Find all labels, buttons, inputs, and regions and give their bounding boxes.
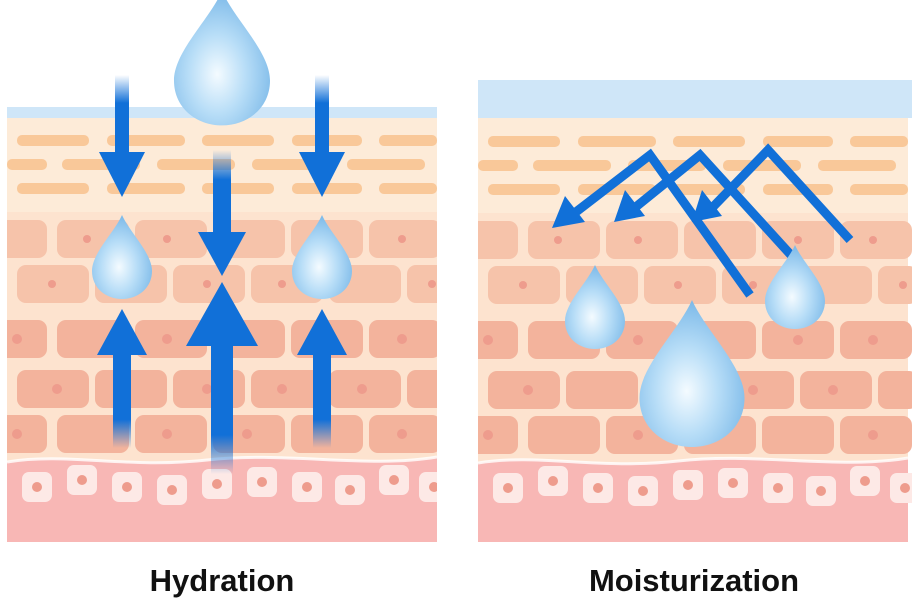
moisturization-label: Moisturization xyxy=(588,563,800,598)
hydration-label: Hydration xyxy=(149,563,295,598)
reflected-arrows xyxy=(569,143,854,298)
arrow-heads xyxy=(552,190,722,228)
up-arrow-center xyxy=(186,282,258,474)
up-arrow-right xyxy=(297,309,347,448)
hydration-panel xyxy=(7,0,437,542)
down-arrow-center xyxy=(198,150,246,276)
moisturization-panel xyxy=(478,80,912,542)
up-arrow-left xyxy=(97,309,147,448)
water-drop-large xyxy=(174,0,270,126)
occlusive-barrier-layer xyxy=(478,80,912,118)
down-arrow-right xyxy=(299,75,345,197)
down-arrow-left xyxy=(99,75,145,197)
